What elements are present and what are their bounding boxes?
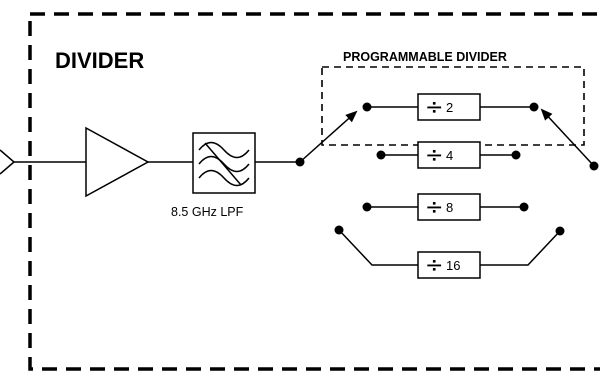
divide-ratio-4: 4 [446, 148, 453, 163]
input-switch-arm [299, 110, 358, 163]
output-switch-arm [540, 108, 595, 167]
divide-symbol: ÷ [425, 195, 443, 220]
divide-by-16-path: ÷ 16 [334, 225, 565, 279]
divider-title: DIVIDER [55, 48, 144, 73]
amplifier-icon [85, 126, 150, 198]
divide-symbol: ÷ [425, 95, 443, 120]
input-arrow-icon [0, 149, 16, 175]
divide-ratio-2: 2 [446, 100, 453, 115]
divide-by-4-path: ÷ 4 [376, 141, 521, 169]
divide-symbol: ÷ [425, 253, 443, 278]
divide-ratio-8: 8 [446, 200, 453, 215]
divide-ratio-16: 16 [446, 258, 460, 273]
filter-label: 8.5 GHz LPF [171, 205, 244, 219]
low-pass-filter-icon [192, 132, 256, 194]
divide-by-8-path: ÷ 8 [362, 193, 529, 221]
divide-by-2-path: ÷ 2 [362, 93, 539, 121]
programmable-divider-label: PROGRAMMABLE DIVIDER [343, 50, 507, 64]
divide-symbol: ÷ [425, 143, 443, 168]
divider-outer-boundary [28, 12, 600, 371]
